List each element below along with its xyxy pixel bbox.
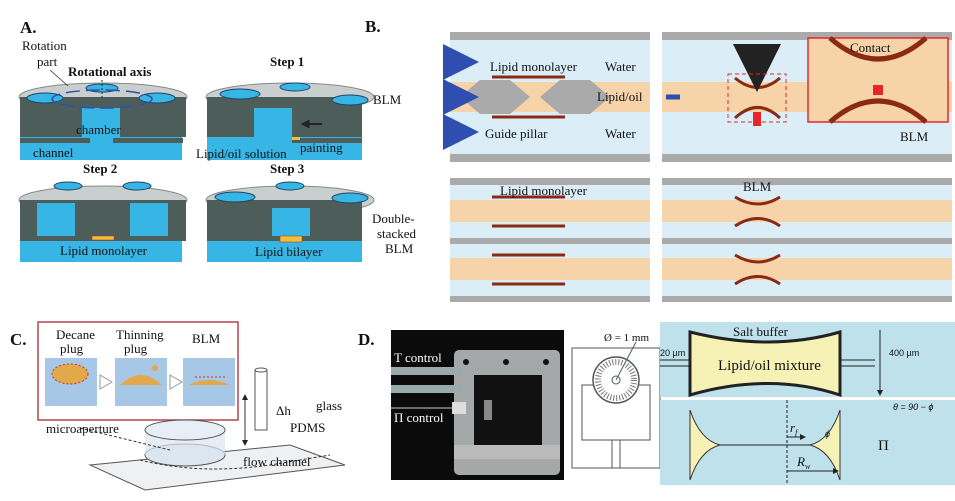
thinning-sequence <box>45 358 235 406</box>
panel-label-b: B. <box>365 17 381 36</box>
panel-b: B. <box>365 17 952 302</box>
label-decane: Decane <box>56 327 95 342</box>
device-photo <box>391 330 564 480</box>
label-water-top: Water <box>605 59 636 74</box>
label-blm-c: BLM <box>192 331 221 346</box>
device-main <box>18 80 188 160</box>
device-step1 <box>205 82 375 160</box>
label-lipid-oil-mixture: Lipid/oil mixture <box>718 358 821 374</box>
label-chamber: chamber <box>76 122 121 137</box>
panel-c: C. Decane plug Thinning <box>10 321 346 491</box>
flow-device <box>79 367 346 491</box>
label-step3: Step 3 <box>270 161 305 176</box>
label-pdms: PDMS <box>290 420 325 435</box>
label-channel: channel <box>33 145 74 160</box>
label-pi: Π <box>878 438 889 454</box>
label-lipid-monolayer-lower: Lipid monolayer <box>500 183 588 198</box>
label-water-bottom: Water <box>605 126 636 141</box>
label-t-control: T control <box>394 350 442 365</box>
label-diameter: Ø = 1 mm <box>604 332 649 344</box>
aperture-schematic <box>571 341 661 469</box>
label-phi: ϕ <box>825 429 830 439</box>
label-lipid-oil: Lipid/oil <box>597 89 643 104</box>
blm-double-before <box>450 178 650 302</box>
label-lipid-bilayer: Lipid bilayer <box>255 244 323 259</box>
device-step2 <box>18 181 188 262</box>
rw-subscript: w <box>805 462 811 471</box>
blm-double-after <box>662 178 952 302</box>
panel-a: A. <box>18 18 375 262</box>
label-lipid-monolayer-b: Lipid monolayer <box>490 59 578 74</box>
label-height: 400 µm <box>889 348 919 358</box>
film-schematic <box>660 322 955 485</box>
label-double: Double- <box>372 211 415 226</box>
label-angle: θ = 90 − ϕ <box>893 402 933 412</box>
label-microaperture: microaperture <box>46 421 119 436</box>
label-blm-lower: BLM <box>743 179 772 194</box>
blm-single-after <box>662 32 952 162</box>
label-salt-buffer: Salt buffer <box>733 324 789 339</box>
panel-label-c: C. <box>10 330 27 349</box>
label-decane-plug: plug <box>60 341 84 356</box>
label-thinning-plug: plug <box>124 341 148 356</box>
rf-subscript: f <box>795 428 799 437</box>
label-glass: glass <box>316 398 342 413</box>
label-contact: Contact <box>850 40 891 55</box>
label-lipid-monolayer: Lipid monolayer <box>60 243 148 258</box>
panel-label-d: D. <box>358 330 375 349</box>
label-rotational-axis: Rotational axis <box>68 64 151 79</box>
label-step2: Step 2 <box>83 161 117 176</box>
label-pi-control: Π control <box>394 410 444 425</box>
label-rf: rf <box>790 420 799 437</box>
label-double-blm: BLM <box>385 241 414 256</box>
label-blm-inset: BLM <box>900 129 929 144</box>
label-guide-pillar: Guide pillar <box>485 126 548 141</box>
label-step1: Step 1 <box>270 54 304 69</box>
label-painting: painting <box>300 140 343 155</box>
label-blm-row: BLM <box>373 92 402 107</box>
label-rw: Rw <box>796 454 811 471</box>
rw-symbol: R <box>796 454 805 469</box>
device-step3 <box>205 181 375 262</box>
label-thinning: Thinning <box>116 327 164 342</box>
panel-label-a: A. <box>20 18 37 37</box>
label-gap: 20 µm <box>660 348 685 358</box>
blm-single-before <box>443 32 650 162</box>
label-part: part <box>37 54 58 69</box>
label-flow-channel: flow channel <box>243 454 311 469</box>
label-lipid-oil-solution: Lipid/oil solution <box>196 146 287 161</box>
rf-symbol: r <box>790 420 796 435</box>
panel-d: D. T control Π control Ø = 1 mm <box>358 322 955 485</box>
label-rotation: Rotation <box>22 38 67 53</box>
label-delta-h: Δh <box>276 403 291 418</box>
label-stacked: stacked <box>377 226 416 241</box>
